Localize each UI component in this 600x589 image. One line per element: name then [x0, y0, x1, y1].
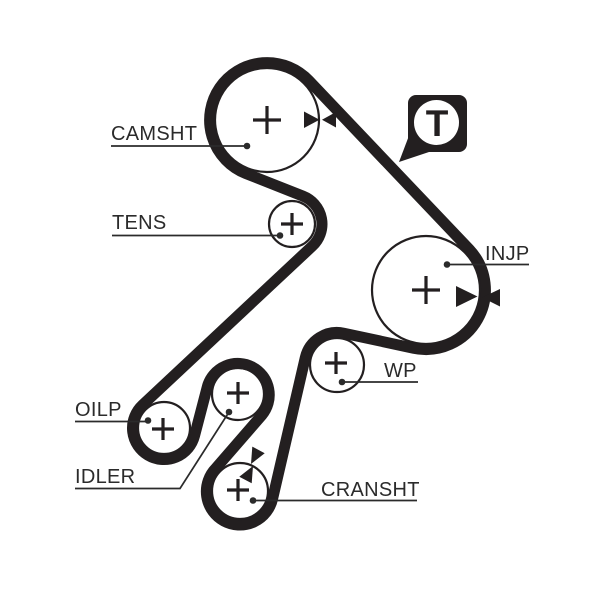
injection-pump-timing-mark-icon [456, 286, 500, 307]
tensioner-label: TENS [112, 212, 167, 234]
water-pump-label: WP [384, 360, 417, 382]
water-pump-callout: WP [338, 360, 418, 386]
camshaft-leader-dot [243, 142, 251, 150]
tensioner-callout: TENS [112, 212, 284, 239]
crankshaft-timing-mark-icon [239, 446, 265, 484]
oil-pump-center-mark [152, 418, 174, 440]
injection-pump-label: INJP [485, 243, 530, 265]
oil-pump-label: OILP [75, 399, 122, 421]
idler-leader-dot [225, 408, 233, 416]
water-pump-pulley [308, 336, 366, 394]
water-pump-leader-dot [338, 378, 346, 386]
crankshaft-pulley [210, 461, 270, 521]
tensioner-pulley [267, 199, 317, 249]
idler-label: IDLER [75, 466, 135, 488]
oil-pump-callout: OILP [75, 399, 152, 424]
injection-pump-pulley [370, 234, 482, 346]
injection-pump-center-mark [412, 276, 440, 304]
crankshaft-leader-dot [249, 497, 257, 504]
camshaft-label: CAMSHT [111, 123, 197, 145]
timing-mark-badge: T [399, 95, 467, 162]
tensioner-leader-dot [276, 232, 284, 239]
oil-pump-pulley [136, 400, 192, 456]
injection-pump-callout: INJP [443, 243, 530, 268]
badge-letter: T [426, 103, 449, 144]
oil-pump-leader-dot [144, 417, 152, 424]
camshaft-callout: CAMSHT [111, 123, 251, 150]
camshaft-timing-mark-icon [304, 111, 336, 128]
idler-leader-line [75, 411, 230, 490]
camshaft-pulley [213, 66, 321, 174]
idler-center-mark [227, 382, 249, 404]
idler-pulley [210, 366, 266, 422]
injection-pump-leader-dot [443, 261, 451, 268]
crankshaft-label: CRANSHT [321, 479, 420, 501]
tensioner-center-mark [281, 213, 303, 235]
water-pump-center-mark [325, 352, 347, 374]
camshaft-center-mark [253, 106, 281, 134]
idler-callout: IDLER [75, 408, 233, 490]
badge-circle [414, 100, 459, 145]
timing-belt [127, 57, 491, 531]
crankshaft-callout: CRANSHT [249, 479, 420, 504]
crankshaft-center-mark [227, 479, 249, 501]
